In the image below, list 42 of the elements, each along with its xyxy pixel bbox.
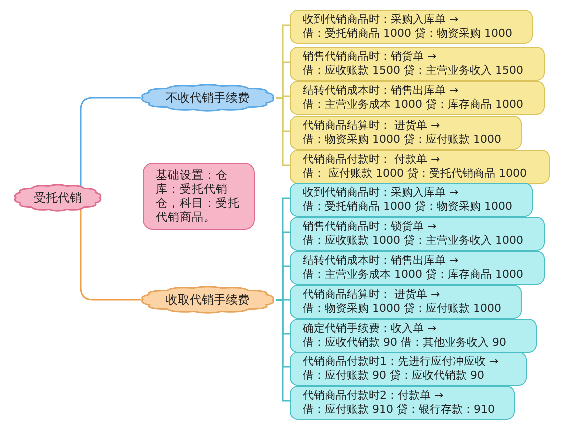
entry-box <box>290 183 533 217</box>
entry-box <box>290 10 533 44</box>
branch-line <box>80 97 141 186</box>
entry-box <box>290 285 522 319</box>
entry-text: 借：主营业务成本 1000 贷：库存商品 1000 <box>303 98 524 112</box>
entry-heading: 代销商品结算时： 进货单 → <box>303 119 442 133</box>
entry-box <box>290 47 545 81</box>
entry-text: 借：应收账款 1000 贷：主营业务收入 1000 <box>303 234 524 248</box>
entry-heading: 结转代销成本时：销售出库单 → <box>303 254 460 268</box>
entry-heading: 确定代销手续费：收入单 → <box>303 322 438 336</box>
entry-text: 借：物资采购 1000 贷：应付账款 1000 <box>303 133 502 147</box>
entry-box <box>290 319 537 353</box>
entry-box <box>290 217 545 251</box>
entry-heading: 代销商品付款时1：先进行应付冲应收 → <box>303 355 500 369</box>
entry-box <box>290 352 527 386</box>
entry-heading: 代销商品付款时： 付款单 → <box>303 153 442 167</box>
entry-heading: 结转代销成本时：销售出库单 → <box>303 84 460 98</box>
entry-text: 借：主营业务成本 1000 贷：库存商品 1000 <box>303 268 524 282</box>
entry-text: 借：应付账款 90 贷：应收代销款 90 <box>303 369 486 383</box>
entry-box <box>290 81 545 115</box>
entry-heading: 收到代销商品时：采购入库单 → <box>303 186 460 200</box>
entry-text: 借：受托销商品 1000 贷：物资采购 1000 <box>303 200 514 214</box>
cloud-topic: 收取代销手续费 <box>139 284 277 316</box>
entry-text: 借：物资采购 1000 贷：应付账款 1000 <box>303 302 502 316</box>
entry-text: 借：受托销商品 1000 贷：物资采购 1000 <box>303 27 514 41</box>
entry-text: 借：应收代销款 90 借：其他业务收入 90 <box>303 336 508 350</box>
cloud-topic: 不收代销手续费 <box>139 82 277 114</box>
entry-box <box>290 150 550 184</box>
entry-heading: 代销商品付款时2：付款单 → <box>303 389 445 403</box>
entry-heading: 销售代销商品时：锁货单 → <box>303 220 438 234</box>
entry-text: 借：应付账款 910 贷：银行存款：910 <box>303 403 496 417</box>
cloud-topic: 受托代销 <box>12 182 104 214</box>
branch-line <box>80 210 141 301</box>
note-box: 基础设置：仓库：受托代销仓，科目：受托代销商品。 <box>143 163 255 230</box>
entry-box <box>290 116 522 150</box>
entry-text: 借：应收账款 1500 贷：主营业务收入 1500 <box>303 64 524 78</box>
entry-text: 借： 应付账款 1000 贷：受托代销商品 1000 <box>303 167 528 181</box>
entry-box <box>290 251 545 285</box>
entry-heading: 收到代销商品时：采购入库单 → <box>303 13 460 27</box>
entry-box <box>290 386 515 420</box>
entry-heading: 代销商品结算时： 进货单 → <box>303 288 442 302</box>
entry-heading: 销售代销商品时：销货单 → <box>303 50 438 64</box>
